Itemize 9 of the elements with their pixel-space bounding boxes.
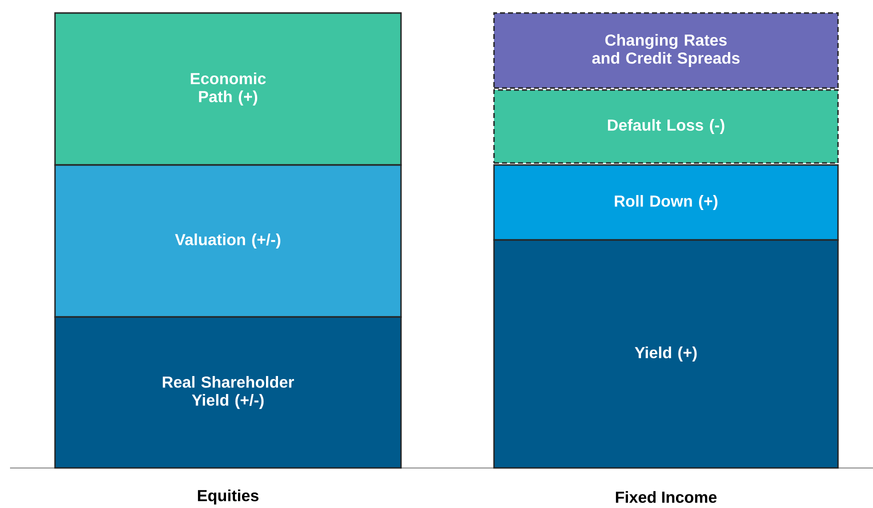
stack-block: Changing Rates and Credit Spreads — [493, 12, 839, 89]
stack-block: Economic Path (+) — [54, 12, 402, 166]
column-label: Equities — [198, 490, 258, 504]
stack-block: Real Shareholder Yield (+/-) — [54, 316, 402, 469]
stack-block: Roll Down (+) — [493, 164, 839, 241]
column-label: Fixed Income — [616, 491, 717, 503]
stack-block: Yield (+) — [493, 239, 839, 469]
stack-block: Default Loss (-) — [493, 89, 839, 164]
stack-block: Valuation (+/-) — [54, 164, 402, 318]
